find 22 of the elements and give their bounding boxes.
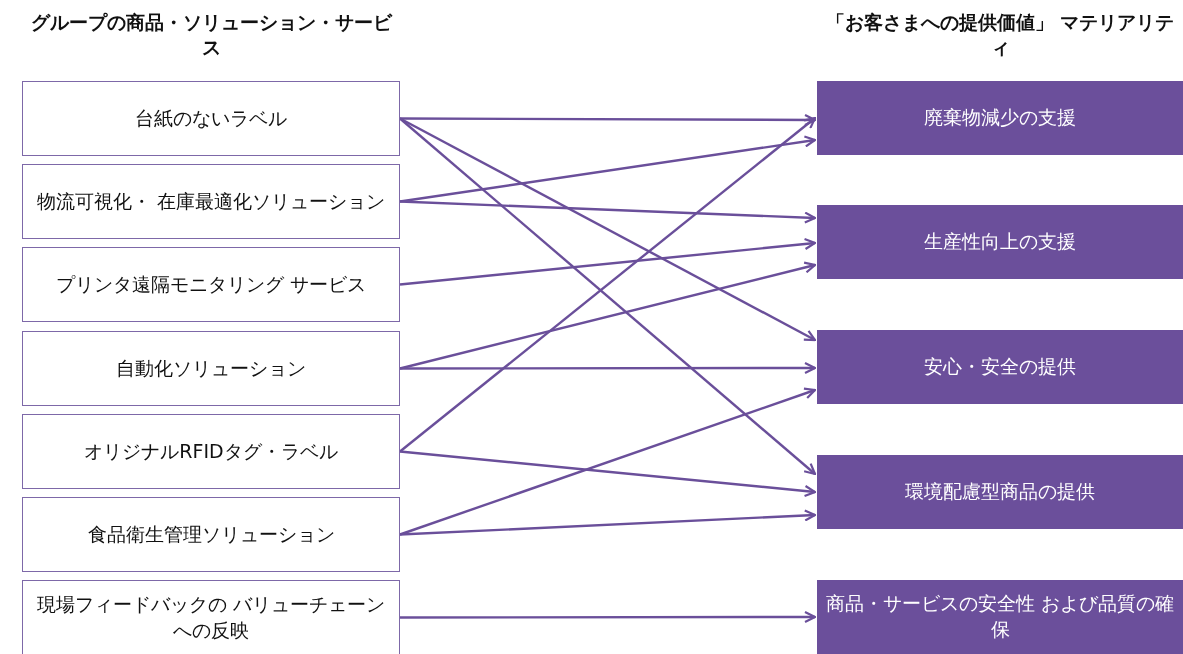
arrow xyxy=(400,361,817,375)
value-box: 安心・安全の提供 xyxy=(817,330,1183,404)
arrow xyxy=(399,387,817,536)
arrow xyxy=(399,237,817,286)
offering-box: 自動化ソリューション xyxy=(22,331,400,406)
column-heading: 「お客さまへの提供価値」 マテリアリティ xyxy=(824,10,1176,60)
value-box: 生産性向上の支援 xyxy=(817,205,1183,279)
arrow xyxy=(400,113,817,127)
arrow xyxy=(399,200,817,224)
offering-box: 食品衛生管理ソリューション xyxy=(22,497,400,572)
offering-box: オリジナルRFIDタグ・ラベル xyxy=(22,414,400,489)
value-box: 廃棄物減少の支援 xyxy=(817,81,1183,155)
offering-box: プリンタ遠隔モニタリング サービス xyxy=(22,247,400,322)
value-box: 環境配慮型商品の提供 xyxy=(817,455,1183,529)
column-heading: グループの商品・ソリューション・サービス xyxy=(29,10,393,60)
arrow xyxy=(400,610,817,624)
value-box: 商品・サービスの安全性 および品質の確保 xyxy=(817,580,1183,654)
offering-box: 現場フィードバックの バリューチェーンへの反映 xyxy=(22,580,400,654)
arrow xyxy=(399,450,817,498)
offering-box: 物流可視化・ 在庫最適化ソリューション xyxy=(22,164,400,239)
arrow xyxy=(399,509,817,536)
offering-box: 台紙のないラベル xyxy=(22,81,400,156)
